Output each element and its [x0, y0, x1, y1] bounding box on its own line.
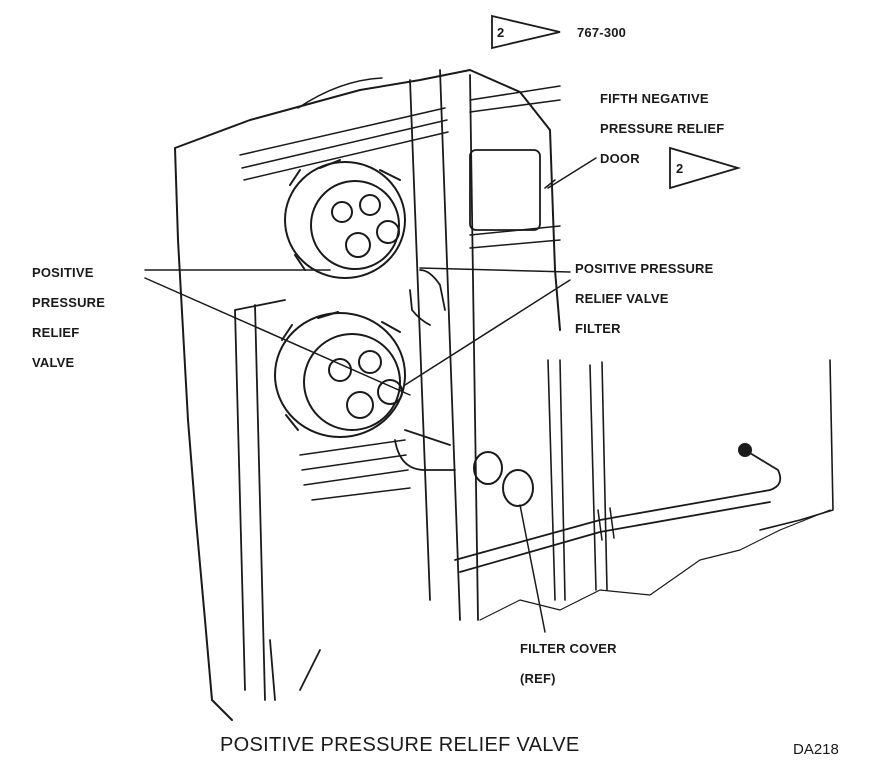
filter-cover-line-2: (REF)	[520, 671, 556, 686]
right-jag	[479, 509, 831, 621]
figure-id: DA218	[793, 741, 839, 758]
filter-element	[473, 451, 503, 485]
drain-pipe	[454, 449, 782, 573]
positive-pressure-relief-valve-label: POSITIVE PRESSURE RELIEF VALVE	[32, 258, 105, 378]
fuselage-skin-outline	[174, 69, 561, 721]
stringers	[239, 85, 561, 249]
filter-tube	[394, 269, 456, 471]
lower-valve	[274, 311, 406, 438]
ppr-valve-line-2: PRESSURE	[32, 295, 106, 310]
ppr-valve-line-4: VALVE	[32, 355, 75, 370]
right-structure	[547, 359, 834, 601]
effectivity-note: 767-300	[577, 18, 626, 48]
fifth-negative-door	[469, 149, 541, 231]
upper-valve	[284, 159, 406, 279]
fifth-door-line-1: FIFTH NEGATIVE	[600, 91, 709, 106]
fifth-door-line-3: DOOR	[600, 151, 640, 166]
ppr-filter-line-2: RELIEF VALVE	[575, 291, 669, 306]
effectivity-text: 767-300	[577, 25, 627, 40]
pipe-collar	[597, 507, 615, 541]
leader-lines	[144, 179, 571, 633]
door-leader	[547, 157, 597, 189]
fifth-door-line-2: PRESSURE RELIEF	[600, 121, 725, 136]
figure-title: POSITIVE PRESSURE RELIEF VALVE	[220, 734, 580, 756]
lower-stringers	[299, 439, 411, 501]
ppr-filter-line-3: FILTER	[575, 321, 621, 336]
filter-cover	[502, 469, 534, 507]
relief-valve-filter-label: POSITIVE PRESSURE RELIEF VALVE FILTER	[575, 254, 714, 344]
pipe-end	[738, 443, 752, 457]
door-frame	[409, 69, 479, 621]
lower-panel	[234, 299, 321, 701]
top-curve	[297, 77, 383, 109]
ppr-filter-line-1: POSITIVE PRESSURE	[575, 261, 714, 276]
filter-cover-line-1: FILTER COVER	[520, 641, 617, 656]
fifth-negative-door-label: FIFTH NEGATIVE PRESSURE RELIEF DOOR	[600, 84, 724, 174]
effectivity-flag-top-number: 2	[497, 25, 504, 40]
effectivity-flag-top	[491, 14, 561, 50]
ppr-valve-line-3: RELIEF	[32, 325, 80, 340]
effectivity-flag-door	[669, 146, 742, 190]
ppr-valve-line-1: POSITIVE	[32, 265, 94, 280]
effectivity-flag-door-number: 2	[676, 161, 683, 176]
filter-cover-label: FILTER COVER (REF)	[520, 634, 617, 694]
